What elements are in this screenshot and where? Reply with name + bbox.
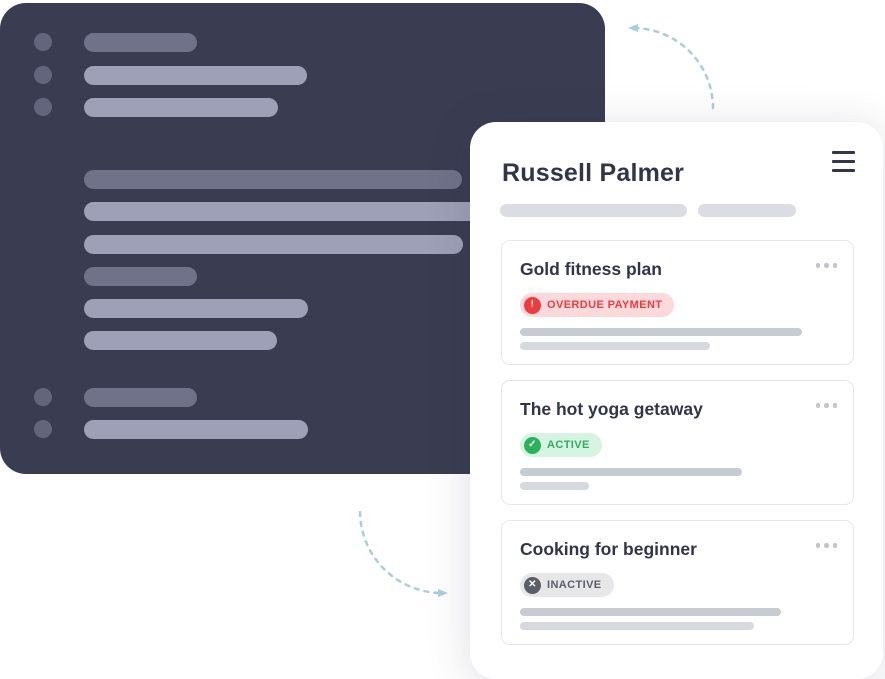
cross-icon: ✕ — [524, 576, 541, 594]
skeleton-pill — [698, 204, 796, 217]
skeleton-avatar — [34, 420, 52, 438]
skeleton-bar — [84, 202, 534, 221]
skeleton-bar — [84, 267, 197, 286]
status-badge: ✕ INACTIVE — [520, 573, 614, 597]
skeleton-bar — [84, 170, 462, 189]
dashed-arrow-down-right-icon — [358, 510, 448, 597]
status-label: INACTIVE — [547, 579, 602, 591]
skeleton-bar — [520, 608, 781, 616]
member-profile-panel: Russell Palmer Gold fitness plan ! OVERD… — [470, 122, 883, 679]
dashed-arrow-up-left-icon — [628, 24, 715, 110]
skeleton-bar — [84, 388, 197, 407]
skeleton-bar — [84, 299, 308, 318]
status-label: OVERDUE PAYMENT — [547, 299, 663, 311]
skeleton-avatar — [34, 98, 52, 116]
skeleton-bar — [520, 468, 742, 476]
membership-card[interactable]: Gold fitness plan ! OVERDUE PAYMENT — [501, 240, 854, 365]
skeleton-pill — [500, 204, 687, 217]
ellipsis-icon[interactable] — [815, 543, 837, 548]
skeleton-bar — [84, 98, 278, 117]
status-label: ACTIVE — [547, 439, 590, 451]
skeleton-bar — [520, 342, 710, 350]
skeleton-avatar — [34, 33, 52, 51]
skeleton-avatar — [34, 66, 52, 84]
membership-title: Gold fitness plan — [520, 259, 662, 279]
status-badge: ! OVERDUE PAYMENT — [520, 293, 675, 317]
membership-title: Cooking for beginner — [520, 539, 697, 559]
membership-card[interactable]: Cooking for beginner ✕ INACTIVE — [501, 520, 854, 645]
ellipsis-icon[interactable] — [815, 263, 837, 268]
hamburger-icon[interactable] — [832, 151, 855, 172]
skeleton-bar — [84, 66, 307, 85]
skeleton-bar — [84, 235, 463, 254]
skeleton-bar — [520, 482, 589, 490]
skeleton-avatar — [34, 388, 52, 406]
check-icon: ✓ — [524, 436, 541, 454]
membership-card[interactable]: The hot yoga getaway ✓ ACTIVE — [501, 380, 854, 505]
skeleton-bar — [84, 331, 277, 350]
skeleton-bar — [84, 420, 308, 439]
profile-meta-skeleton — [500, 204, 796, 217]
status-badge: ✓ ACTIVE — [520, 433, 602, 457]
skeleton-bar — [520, 328, 802, 336]
page-title: Russell Palmer — [502, 159, 685, 187]
membership-title: The hot yoga getaway — [520, 399, 703, 419]
ellipsis-icon[interactable] — [815, 403, 837, 408]
exclamation-icon: ! — [524, 296, 541, 314]
skeleton-bar — [520, 622, 754, 630]
skeleton-bar — [84, 33, 197, 52]
